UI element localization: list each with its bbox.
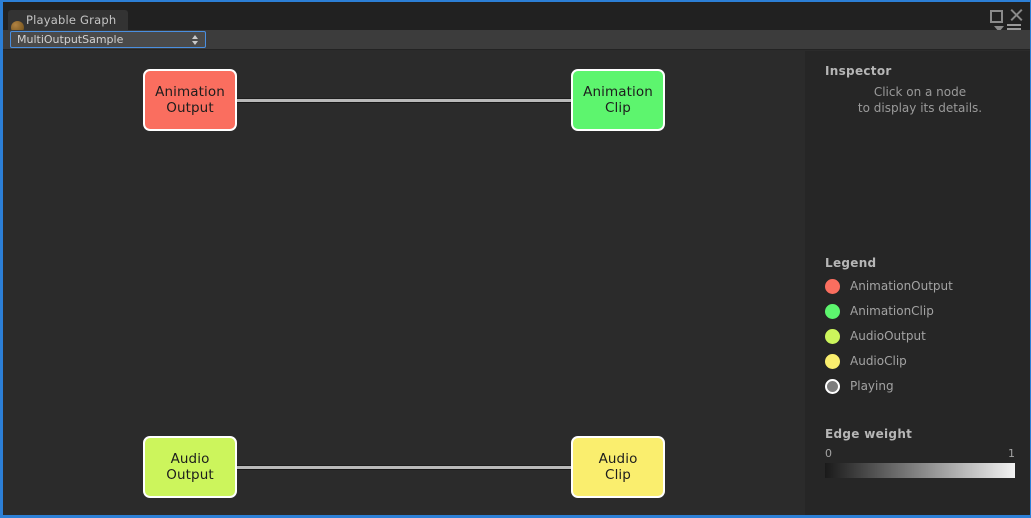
edge-weight-title: Edge weight	[825, 427, 913, 441]
window-tabbar: Playable Graph	[3, 2, 1030, 34]
graph-node-audio-output[interactable]: Audio Output	[143, 436, 237, 498]
legend-color-swatch	[825, 328, 840, 344]
graph-edge	[237, 99, 571, 102]
graph-toolbar: MultiOutputSample	[3, 30, 1030, 50]
legend-item-label: AudioOutput	[850, 329, 926, 343]
legend-item-label: AnimationClip	[850, 304, 934, 318]
legend-item-label: AnimationOutput	[850, 279, 953, 293]
legend-item-label: AudioClip	[850, 354, 907, 368]
legend-color-swatch	[825, 353, 840, 369]
graph-edge	[237, 466, 571, 469]
filter-icon[interactable]	[994, 26, 1004, 32]
legend-title: Legend	[825, 256, 877, 270]
window-controls	[988, 8, 1023, 23]
inspector-empty-hint: Click on a node to display its details.	[857, 85, 983, 115]
edge-weight-max: 1	[1008, 447, 1015, 460]
graph-node-animation-output[interactable]: Animation Output	[143, 69, 237, 131]
graph-selector-value: MultiOutputSample	[17, 33, 124, 46]
legend-color-swatch	[825, 278, 840, 294]
graph-node-audio-clip[interactable]: Audio Clip	[571, 436, 665, 498]
legend-color-swatch	[825, 303, 840, 319]
legend-item: AudioOutput	[825, 328, 953, 344]
legend-item: AudioClip	[825, 353, 953, 369]
maximize-icon[interactable]	[988, 8, 1003, 23]
graph-node-animation-clip[interactable]: Animation Clip	[571, 69, 665, 131]
legend-item: Playing	[825, 378, 953, 394]
tab-label: Playable Graph	[26, 13, 117, 27]
edge-weight-scale: 0 1	[825, 447, 1015, 460]
up-down-stepper-icon[interactable]	[190, 34, 199, 45]
legend-item-label: Playing	[850, 379, 894, 393]
edge-weight-min: 0	[825, 447, 832, 460]
legend-color-swatch	[825, 378, 840, 394]
graph-selector-dropdown[interactable]: MultiOutputSample	[10, 31, 206, 48]
close-icon[interactable]	[1010, 8, 1023, 21]
inspector-title: Inspector	[825, 64, 892, 78]
sidebar: Inspector Click on a node to display its…	[805, 51, 1030, 515]
legend-item: AnimationOutput	[825, 278, 953, 294]
tab-playable-graph[interactable]: Playable Graph	[8, 10, 129, 34]
legend-item: AnimationClip	[825, 303, 953, 319]
edge-weight-gradient-bar	[825, 463, 1015, 478]
